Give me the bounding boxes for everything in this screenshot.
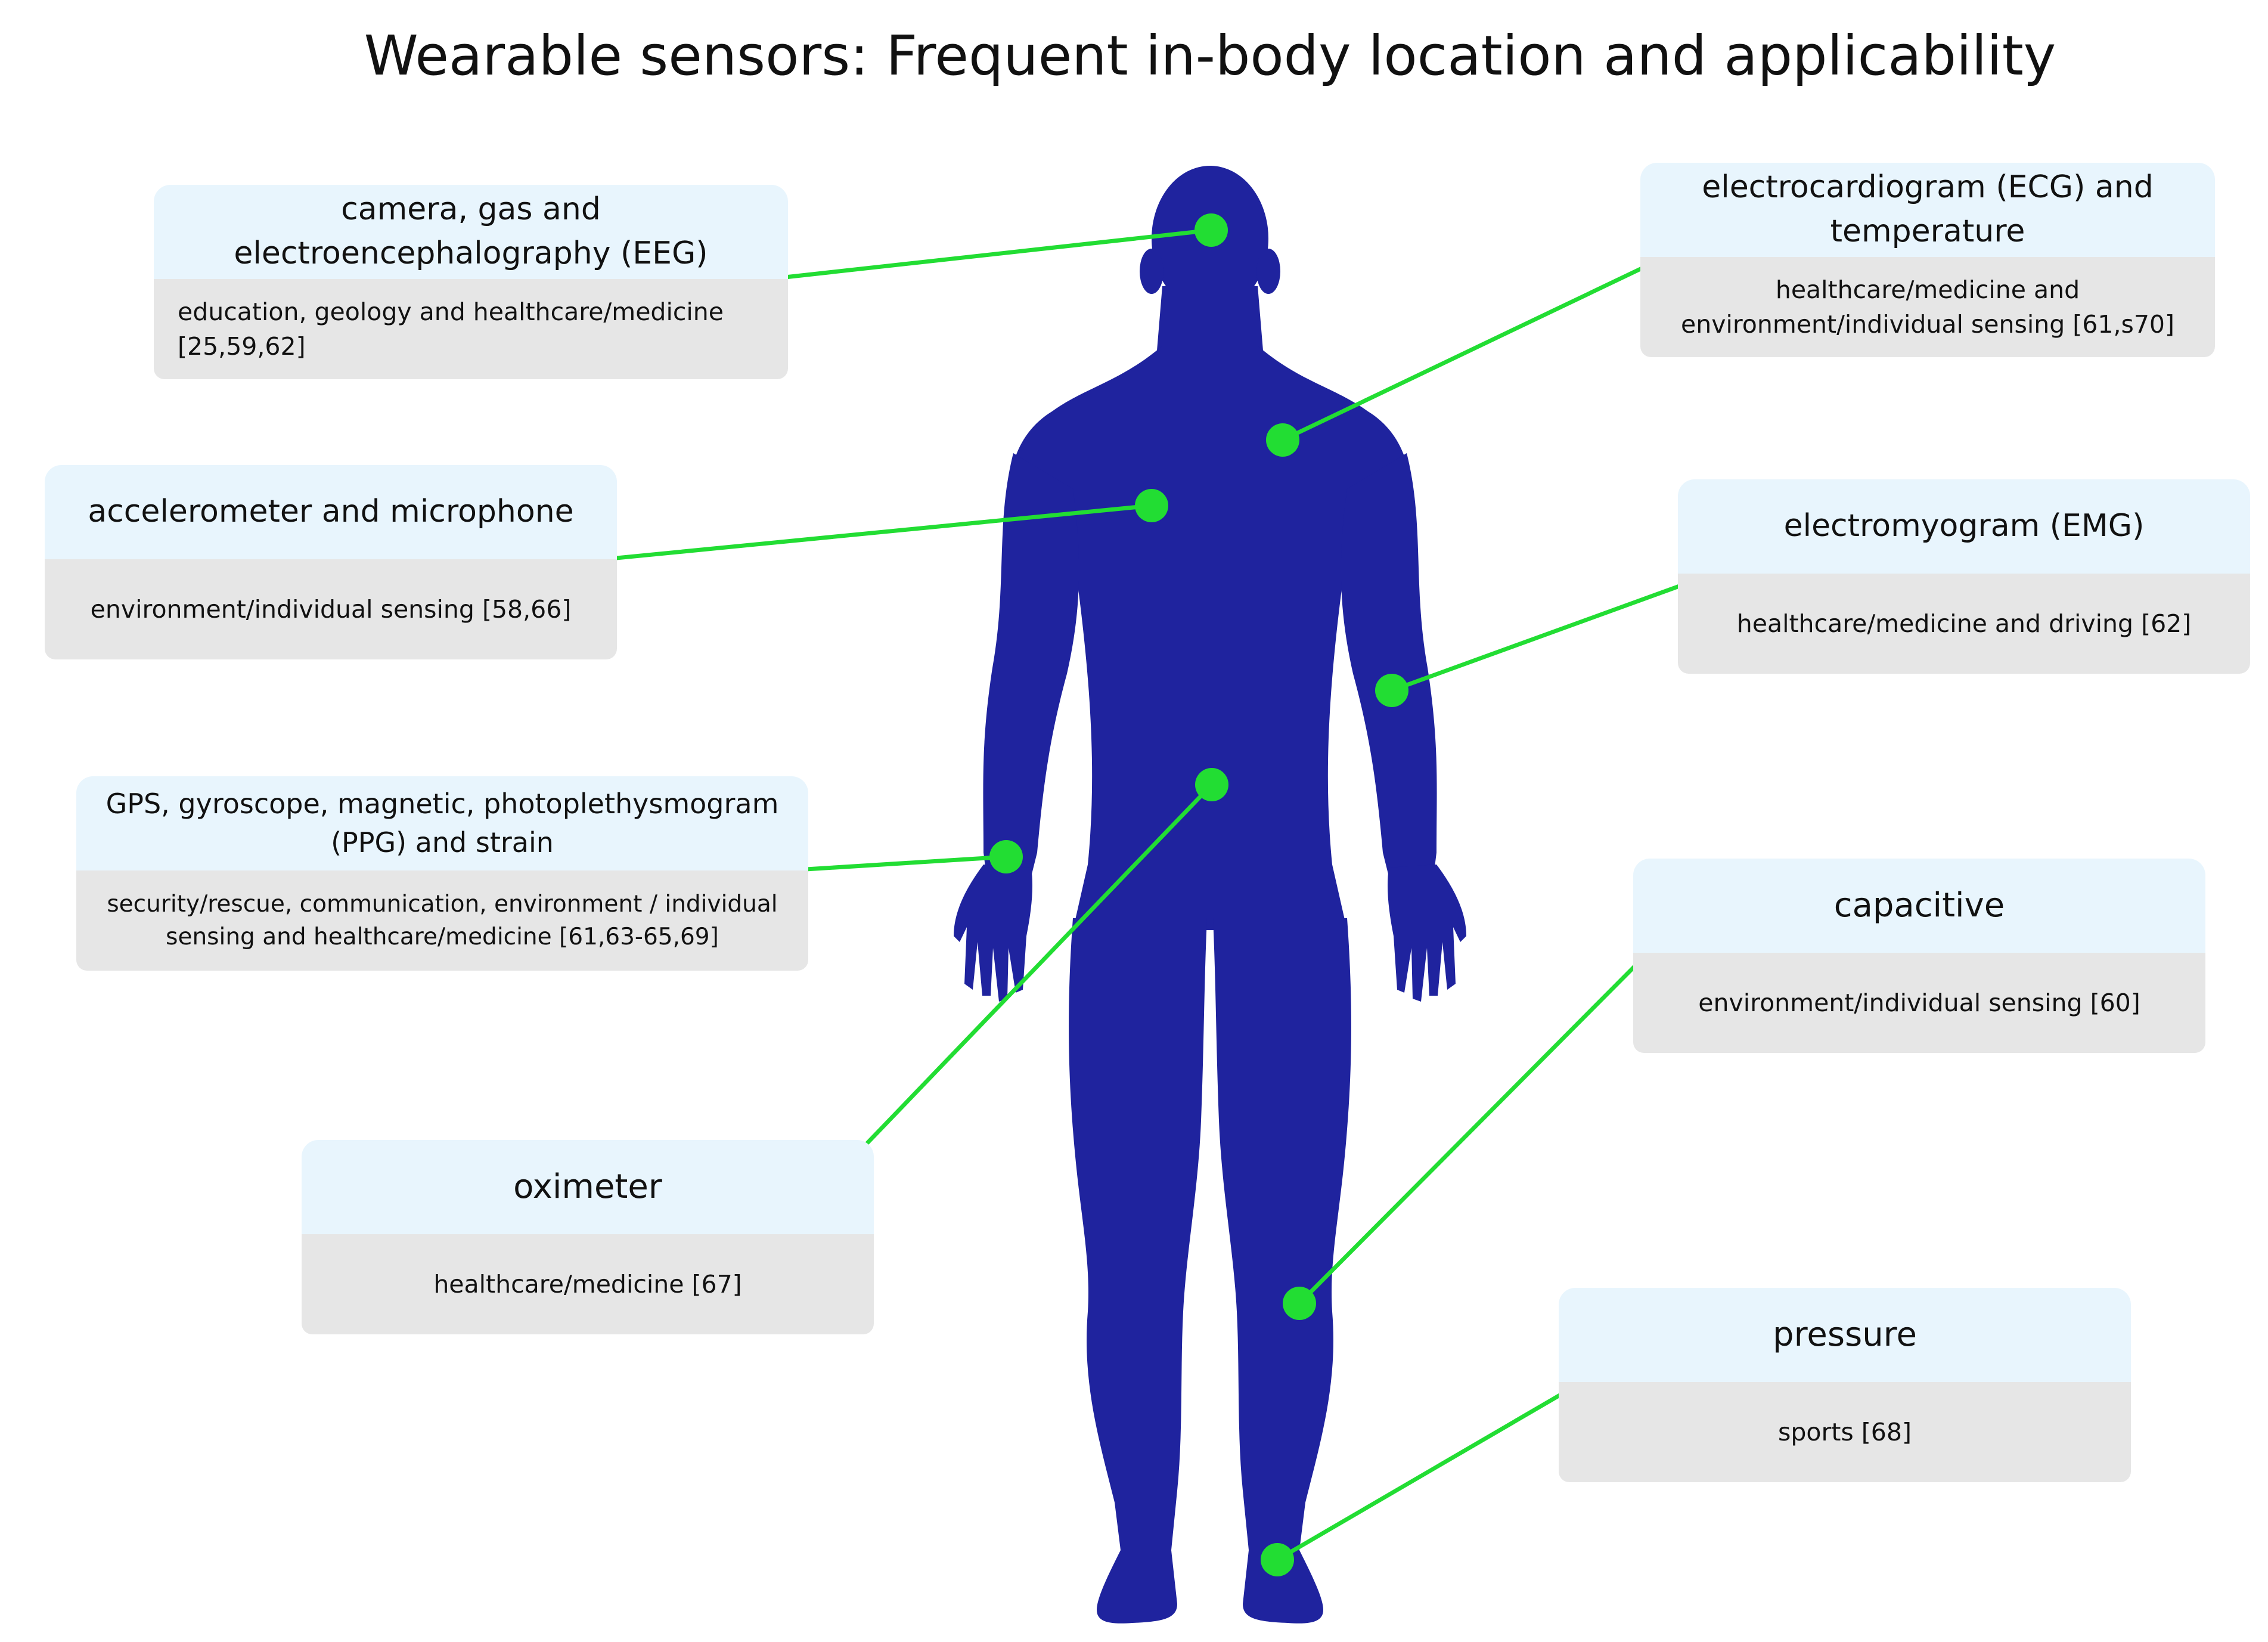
sensor-location-marker-4: [989, 840, 1023, 873]
sensor-location-marker-1: [1266, 423, 1299, 457]
sensor-applications: healthcare/medicine [67]: [302, 1234, 874, 1334]
connector-line-0: [779, 228, 1212, 280]
connector-line-5: [1298, 948, 1653, 1305]
sensor-card-capacitive: capacitive environment/individual sensin…: [1633, 859, 2205, 1053]
sensor-location-marker-5: [1283, 1287, 1316, 1320]
sensor-applications: environment/individual sensing [58,66]: [45, 559, 617, 659]
silhouette-torso: [1007, 346, 1413, 930]
sensor-name: pressure: [1559, 1288, 2131, 1382]
sensor-card-emg: electromyogram (EMG) healthcare/medicine…: [1678, 479, 2250, 674]
sensor-applications: healthcare/medicine and driving [62]: [1678, 574, 2250, 674]
sensor-applications: environment/individual sensing [60]: [1633, 953, 2205, 1053]
sensor-location-marker-7: [1261, 1543, 1294, 1576]
silhouette-leg-right: [1213, 918, 1351, 1624]
silhouette-ear-left: [1140, 249, 1164, 294]
sensor-location-marker-0: [1194, 213, 1228, 247]
sensor-card-ecg: electrocardiogram (ECG) and temperature …: [1640, 163, 2215, 357]
silhouette-hand-left: [954, 865, 1033, 1002]
sensor-name: electrocardiogram (ECG) and temperature: [1640, 163, 2215, 257]
sensor-card-eeg: camera, gas and electroencephalography (…: [154, 185, 788, 379]
sensor-name: electromyogram (EMG): [1678, 479, 2250, 574]
silhouette-leg-left: [1069, 918, 1207, 1624]
sensor-applications: education, geology and healthcare/medici…: [154, 279, 788, 379]
sensor-card-gps: GPS, gyroscope, magnetic, photoplethysmo…: [76, 776, 808, 971]
silhouette-arm-right: [1341, 453, 1437, 876]
sensor-location-marker-6: [1195, 768, 1228, 801]
sensor-name: capacitive: [1633, 859, 2205, 953]
connector-line-2: [591, 503, 1152, 563]
silhouette-hand-right: [1387, 865, 1466, 1002]
sensor-applications: healthcare/medicine and environment/indi…: [1640, 257, 2215, 357]
sensor-name: camera, gas and electroencephalography (…: [154, 185, 788, 279]
sensor-location-marker-2: [1135, 489, 1168, 522]
connector-line-3: [1391, 575, 1704, 693]
sensor-card-accelerometer: accelerometer and microphone environment…: [45, 465, 617, 659]
sensor-card-oximeter: oximeter healthcare/medicine [67]: [302, 1140, 874, 1334]
sensor-name: accelerometer and microphone: [45, 465, 617, 559]
sensor-location-marker-3: [1375, 674, 1408, 707]
silhouette-neck: [1156, 286, 1264, 358]
diagram-title: Wearable sensors: Frequent in-body locat…: [364, 24, 2056, 88]
silhouette-ear-right: [1256, 249, 1280, 294]
sensor-name: oximeter: [302, 1140, 874, 1234]
human-silhouette: [954, 166, 1466, 1624]
sensor-card-pressure: pressure sports [68]: [1559, 1288, 2131, 1482]
connector-line-4: [786, 854, 1007, 873]
silhouette-arm-left: [983, 453, 1079, 876]
sensor-name: GPS, gyroscope, magnetic, photoplethysmo…: [76, 776, 808, 870]
connector-line-7: [1276, 1378, 1586, 1562]
connector-line-6: [854, 783, 1214, 1157]
sensor-applications: security/rescue, communication, environm…: [76, 870, 808, 971]
sensor-applications: sports [68]: [1559, 1382, 2131, 1482]
connector-line-1: [1282, 256, 1664, 442]
